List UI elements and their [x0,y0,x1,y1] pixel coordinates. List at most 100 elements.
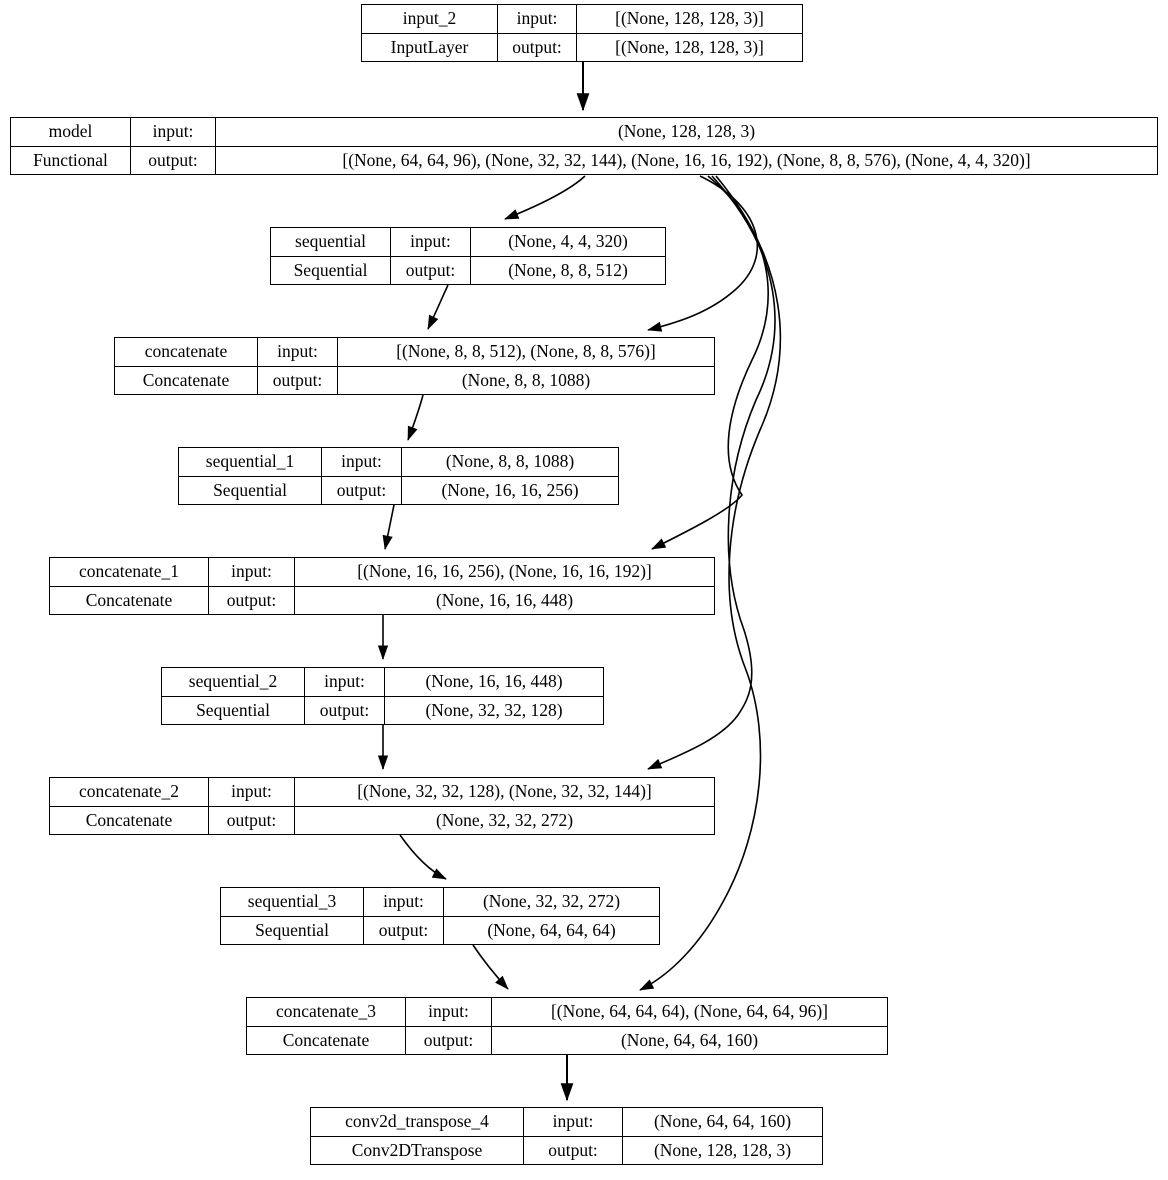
node-input-value: (None, 4, 4, 320) [508,231,628,251]
node-output-value: (None, 64, 64, 160) [620,1029,759,1050]
node-sequential_2[interactable]: sequential_2 input: (None, 16, 16, 448) … [161,667,604,725]
node-row-input: sequential_1 input: (None, 8, 8, 1088) [179,448,618,477]
edge-model-to-sequential [504,175,586,220]
node-input-value: (None, 16, 16, 448) [425,671,563,691]
node-output-label: output: [209,806,295,834]
node-output-label: output: [131,146,216,174]
node-input-label: input: [406,998,492,1026]
node-name: concatenate [115,338,258,366]
edge-concatenate2-to-sequential3 [399,834,447,880]
node-conv2d_transpose_4[interactable]: conv2d_transpose_4 input: (None, 64, 64,… [310,1107,823,1165]
node-row-output: Sequential output: (None, 16, 16, 256) [179,476,618,504]
edge-sequential1-to-concatenate1 [382,504,395,550]
node-class: Sequential [221,916,364,944]
node-output-label: output: [524,1136,623,1164]
node-class: Functional [11,146,131,174]
node-input-value: [(None, 32, 32, 128), (None, 32, 32, 144… [357,781,652,801]
node-name: concatenate_2 [50,778,209,806]
node-input-value: (None, 128, 128, 3) [617,121,756,141]
node-output-value: (None, 128, 128, 3) [653,1139,792,1160]
node-row-output: Concatenate output: (None, 64, 64, 160) [247,1026,887,1054]
node-concatenate_3[interactable]: concatenate_3 input: [(None, 64, 64, 64)… [246,997,888,1055]
edge-model-to-concatenate2 [647,175,776,770]
node-sequential_1[interactable]: sequential_1 input: (None, 8, 8, 1088) S… [178,447,619,505]
node-output-value: (None, 16, 16, 256) [441,479,579,500]
node-class: Sequential [179,476,322,504]
node-row-input: input_2 input: [(None, 128, 128, 3)] [362,5,802,34]
node-input-label: input: [305,668,385,696]
edge-sequential-to-concatenate [427,284,449,330]
node-concatenate_1[interactable]: concatenate_1 input: [(None, 16, 16, 256… [49,557,715,615]
node-row-output: Conv2DTranspose output: (None, 128, 128,… [311,1136,822,1164]
node-input-value: (None, 8, 8, 1088) [445,451,575,471]
node-row-input: sequential input: (None, 4, 4, 320) [271,228,665,257]
node-input-label: input: [391,228,471,256]
node-concatenate_2[interactable]: concatenate_2 input: [(None, 32, 32, 128… [49,777,715,835]
node-name: input_2 [362,5,498,33]
node-class: Conv2DTranspose [311,1136,524,1164]
node-input-value: [(None, 64, 64, 64), (None, 64, 64, 96)] [550,1001,829,1021]
node-output-label: output: [498,33,577,61]
node-output-label: output: [258,366,338,394]
node-input-value: [(None, 8, 8, 512), (None, 8, 8, 576)] [396,341,656,361]
node-name: sequential_3 [221,888,364,916]
node-name: conv2d_transpose_4 [311,1108,524,1136]
node-row-input: concatenate_2 input: [(None, 32, 32, 128… [50,778,714,807]
node-output-label: output: [322,476,402,504]
node-row-output: Sequential output: (None, 8, 8, 512) [271,256,665,284]
node-row-input: sequential_2 input: (None, 16, 16, 448) [162,668,603,697]
node-output-value: (None, 32, 32, 272) [435,809,574,830]
node-row-output: Concatenate output: (None, 16, 16, 448) [50,586,714,614]
node-model[interactable]: model input: (None, 128, 128, 3) Functio… [10,117,1158,175]
node-output-value: (None, 32, 32, 128) [425,699,563,720]
node-input_2[interactable]: input_2 input: [(None, 128, 128, 3)] Inp… [361,4,803,62]
node-row-input: model input: (None, 128, 128, 3) [11,118,1157,147]
node-output-label: output: [209,586,295,614]
node-name: concatenate_1 [50,558,209,586]
node-output-value: (None, 16, 16, 448) [435,589,574,610]
node-input-label: input: [131,118,216,146]
node-name: sequential [271,228,391,256]
node-input-label: input: [498,5,577,33]
node-class: Sequential [271,256,391,284]
node-output-value: (None, 8, 8, 512) [508,259,628,280]
node-input-value: [(None, 128, 128, 3)] [615,8,764,28]
node-input-label: input: [524,1108,623,1136]
node-row-output: Sequential output: (None, 32, 32, 128) [162,696,603,724]
node-output-value: [(None, 64, 64, 96), (None, 32, 32, 144)… [342,149,1031,170]
node-row-output: InputLayer output: [(None, 128, 128, 3)] [362,33,802,61]
node-class: Concatenate [50,806,209,834]
node-class: Concatenate [115,366,258,394]
node-row-output: Sequential output: (None, 64, 64, 64) [221,916,659,944]
node-row-input: concatenate_3 input: [(None, 64, 64, 64)… [247,998,887,1027]
node-output-label: output: [391,256,471,284]
node-row-input: concatenate input: [(None, 8, 8, 512), (… [115,338,714,367]
node-input-value: (None, 64, 64, 160) [653,1111,792,1131]
node-output-label: output: [305,696,385,724]
node-row-input: conv2d_transpose_4 input: (None, 64, 64,… [311,1108,822,1137]
node-concatenate[interactable]: concatenate input: [(None, 8, 8, 512), (… [114,337,715,395]
node-output-value: (None, 8, 8, 1088) [461,369,591,390]
node-output-label: output: [364,916,444,944]
node-class: Sequential [162,696,305,724]
node-input-value: (None, 32, 32, 272) [482,891,621,911]
node-input-label: input: [364,888,444,916]
node-name: concatenate_3 [247,998,406,1026]
node-input-label: input: [258,338,338,366]
node-input-value: [(None, 16, 16, 256), (None, 16, 16, 192… [357,561,652,581]
node-row-output: Functional output: [(None, 64, 64, 96), … [11,146,1157,174]
node-sequential[interactable]: sequential input: (None, 4, 4, 320) Sequ… [270,227,666,285]
node-row-output: Concatenate output: (None, 32, 32, 272) [50,806,714,834]
node-input-label: input: [209,558,295,586]
node-output-label: output: [406,1026,492,1054]
node-row-input: concatenate_1 input: [(None, 16, 16, 256… [50,558,714,587]
node-input-label: input: [209,778,295,806]
node-class: InputLayer [362,33,498,61]
node-row-output: Concatenate output: (None, 8, 8, 1088) [115,366,714,394]
node-row-input: sequential_3 input: (None, 32, 32, 272) [221,888,659,917]
node-sequential_3[interactable]: sequential_3 input: (None, 32, 32, 272) … [220,887,660,945]
node-name: sequential_2 [162,668,305,696]
edge-concatenate-to-sequential1 [407,394,424,441]
node-name: model [11,118,131,146]
